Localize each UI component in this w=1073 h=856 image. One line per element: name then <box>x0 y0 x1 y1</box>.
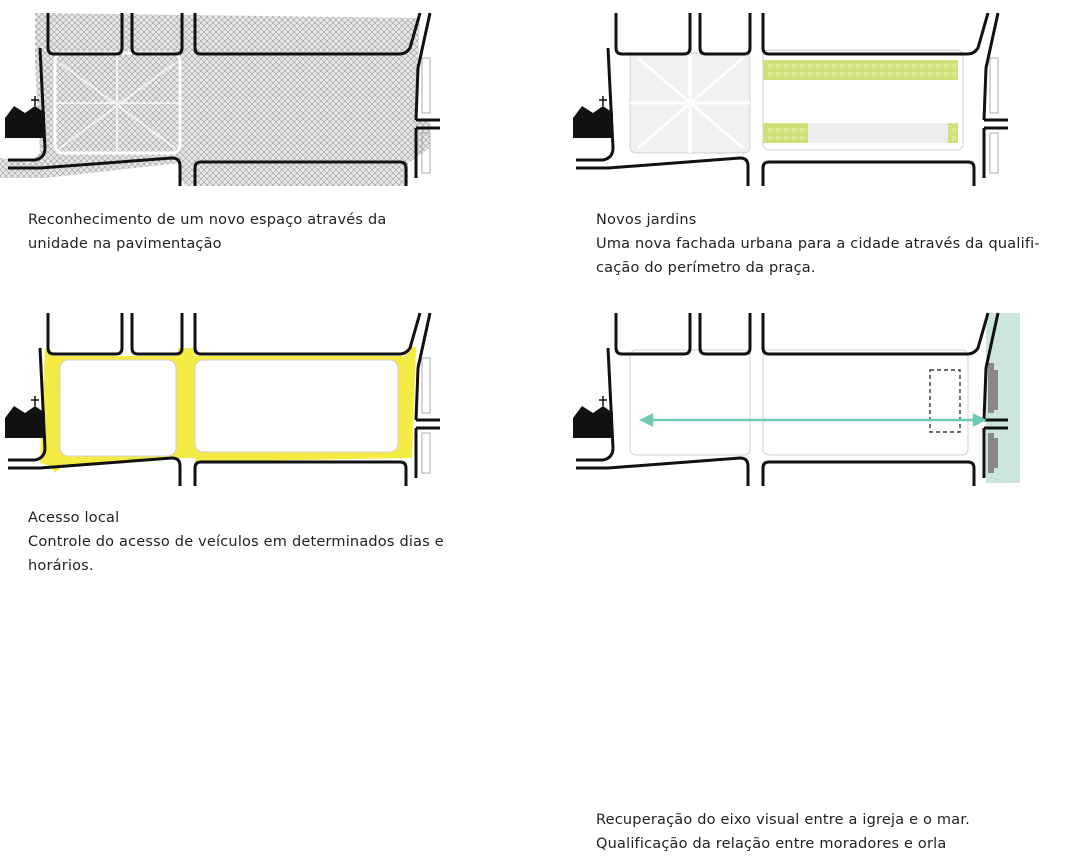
caption-gardens: Novos jardins Uma nova fachada urbana pa… <box>596 208 1040 280</box>
church-icon <box>5 96 45 138</box>
garden-strip <box>763 123 808 143</box>
caption-local-access: Acesso local Controle do acesso de veícu… <box>28 506 444 578</box>
church-icon <box>573 96 613 138</box>
site-plan-paving <box>0 12 440 186</box>
caption-line: cação do perímetro da praça. <box>596 260 816 276</box>
caption-line: unidade na pavimentação <box>28 236 222 252</box>
site-plan-axis <box>573 312 1020 486</box>
church-icon <box>5 396 45 438</box>
garden-strip <box>763 60 958 80</box>
church-icon <box>573 396 613 438</box>
visual-axis-arrow <box>639 412 987 428</box>
site-plan-access <box>5 312 440 486</box>
caption-line: Novos jardins <box>596 212 697 228</box>
caption-line: Qualificação da relação entre moradores … <box>596 836 947 852</box>
caption-line: Uma nova fachada urbana para a cidade at… <box>596 236 1040 252</box>
caption-line: Recuperação do eixo visual entre a igrej… <box>596 812 970 828</box>
caption-visual-axis: Recuperação do eixo visual entre a igrej… <box>596 808 970 856</box>
waterfront-buildings <box>988 363 998 473</box>
caption-line: horários. <box>28 558 94 574</box>
caption-line: Reconhecimento de um novo espaço através… <box>28 212 387 228</box>
caption-line: Acesso local <box>28 510 120 526</box>
site-plan-gardens <box>573 12 1008 186</box>
caption-paving: Reconhecimento de um novo espaço através… <box>28 208 386 256</box>
caption-line: Controle do acesso de veículos em determ… <box>28 534 444 550</box>
